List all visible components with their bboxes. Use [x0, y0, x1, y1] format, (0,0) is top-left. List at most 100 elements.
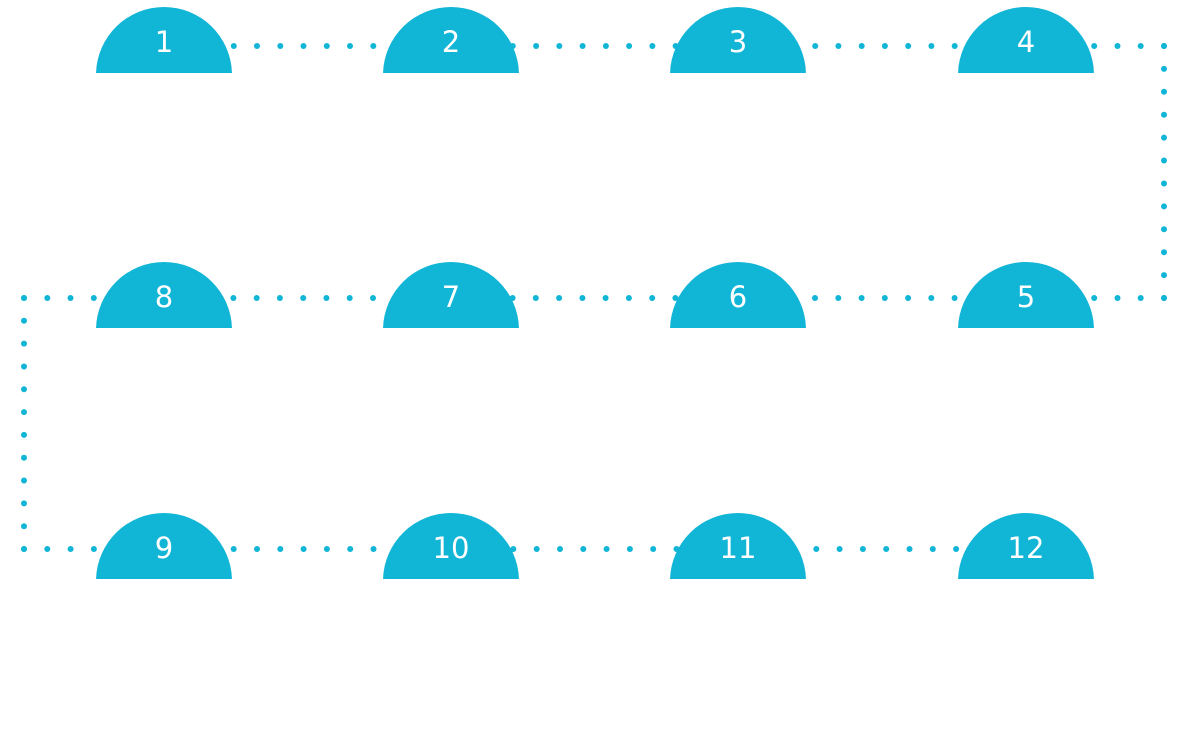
- connector-dot: [21, 340, 27, 347]
- connector-dot: [1161, 111, 1167, 118]
- connector-dot: [906, 546, 913, 552]
- half-circle-shape: [958, 261, 1094, 328]
- connector-dot: [812, 295, 818, 301]
- connector-dot: [230, 546, 237, 552]
- connector-dot: [602, 295, 609, 301]
- connector-dot: [67, 546, 74, 552]
- step-node-5: 5: [958, 261, 1094, 328]
- connector-dot: [883, 546, 890, 552]
- connector-dot: [602, 43, 609, 49]
- connector-dot: [813, 546, 820, 552]
- connector-dot: [300, 295, 307, 301]
- step-node-6: 6: [670, 261, 806, 328]
- step-number-label: 6: [729, 280, 747, 314]
- connector-dot: [1161, 134, 1167, 141]
- connector-dot: [1091, 295, 1098, 301]
- connector-dot: [1114, 295, 1121, 301]
- connector-dot: [1161, 43, 1167, 49]
- connector-dot: [323, 295, 330, 301]
- step-number-label: 9: [155, 531, 173, 565]
- connector-dot: [579, 43, 586, 49]
- connector-dot: [1161, 203, 1167, 210]
- step-node-8: 8: [96, 262, 232, 328]
- step-node-4: 4: [958, 6, 1094, 73]
- connector-dot: [21, 523, 27, 530]
- connector-dot: [230, 43, 237, 49]
- connector-dot: [1161, 157, 1167, 164]
- step-node-3: 3: [670, 6, 806, 73]
- connector-dot: [21, 477, 27, 484]
- connector-dot: [254, 546, 260, 552]
- step-node-2: 2: [383, 7, 519, 74]
- connector-dot: [370, 546, 377, 552]
- connector-dot: [881, 43, 888, 49]
- connector-dot: [649, 43, 656, 49]
- connector-dot: [347, 43, 353, 49]
- connector-dot: [1161, 295, 1167, 301]
- connector-dot: [951, 295, 958, 301]
- connector-dot: [21, 386, 27, 393]
- connector-dot: [953, 546, 960, 552]
- connector-dot: [1137, 295, 1144, 301]
- connector-dot: [649, 295, 656, 301]
- connector-dot: [532, 295, 539, 301]
- connector-dot: [533, 546, 540, 552]
- connector-dot: [603, 546, 610, 552]
- connector-dot: [859, 546, 866, 552]
- connector-dot: [625, 295, 632, 301]
- connector-dot: [580, 546, 587, 552]
- step-node-10: 10: [383, 513, 519, 579]
- connector-dot: [557, 546, 563, 552]
- step-node-11: 11: [670, 512, 806, 579]
- connector-dot: [1091, 43, 1098, 49]
- connector-dot: [835, 295, 842, 301]
- step-number-label: 12: [1008, 531, 1045, 565]
- connector-dot: [21, 454, 27, 461]
- step-node-12: 12: [958, 512, 1094, 579]
- connector-dot: [1161, 65, 1167, 72]
- connector-dot: [44, 295, 51, 301]
- half-circle-shape: [383, 513, 519, 579]
- connector-dot: [1161, 226, 1167, 233]
- half-circle-shape: [958, 512, 1094, 579]
- step-number-label: 11: [720, 531, 757, 565]
- half-circle-shape: [96, 262, 232, 328]
- connector-dot: [928, 43, 935, 49]
- step-node-9: 9: [96, 513, 232, 579]
- step-number-label: 5: [1017, 280, 1035, 314]
- step-number-label: 8: [155, 280, 173, 314]
- connector-dot: [370, 43, 377, 49]
- step-number-label: 2: [442, 25, 460, 59]
- connector-dot: [905, 43, 912, 49]
- step-number-label: 7: [442, 280, 460, 314]
- connector-dot: [21, 295, 27, 301]
- connector-dot: [254, 43, 260, 49]
- connector-dot: [21, 500, 27, 507]
- connector-dot: [556, 43, 563, 49]
- connector-dot: [1161, 272, 1167, 279]
- connector-dot: [510, 546, 517, 552]
- connector-dot: [90, 546, 97, 552]
- connector-dot: [90, 295, 97, 301]
- step-number-label: 10: [433, 531, 470, 565]
- connector-dot: [835, 43, 842, 49]
- half-circle-shape: [383, 7, 519, 74]
- connector-dot: [21, 409, 27, 416]
- connector-dot: [346, 295, 353, 301]
- connector-dot: [230, 295, 237, 301]
- connector-dot: [276, 295, 283, 301]
- connector-dot: [21, 317, 27, 324]
- connector-dot: [626, 546, 633, 552]
- connector-dot: [533, 43, 540, 49]
- connector-dot: [1161, 88, 1167, 95]
- connector-dot: [836, 546, 843, 552]
- connector-dot: [21, 431, 27, 438]
- connector-dot: [370, 295, 376, 301]
- half-circle-shape: [383, 262, 519, 328]
- connector-dot: [21, 363, 27, 370]
- connector-dot: [1161, 249, 1167, 256]
- connector-dot: [1114, 43, 1121, 49]
- connector-dot: [929, 546, 936, 552]
